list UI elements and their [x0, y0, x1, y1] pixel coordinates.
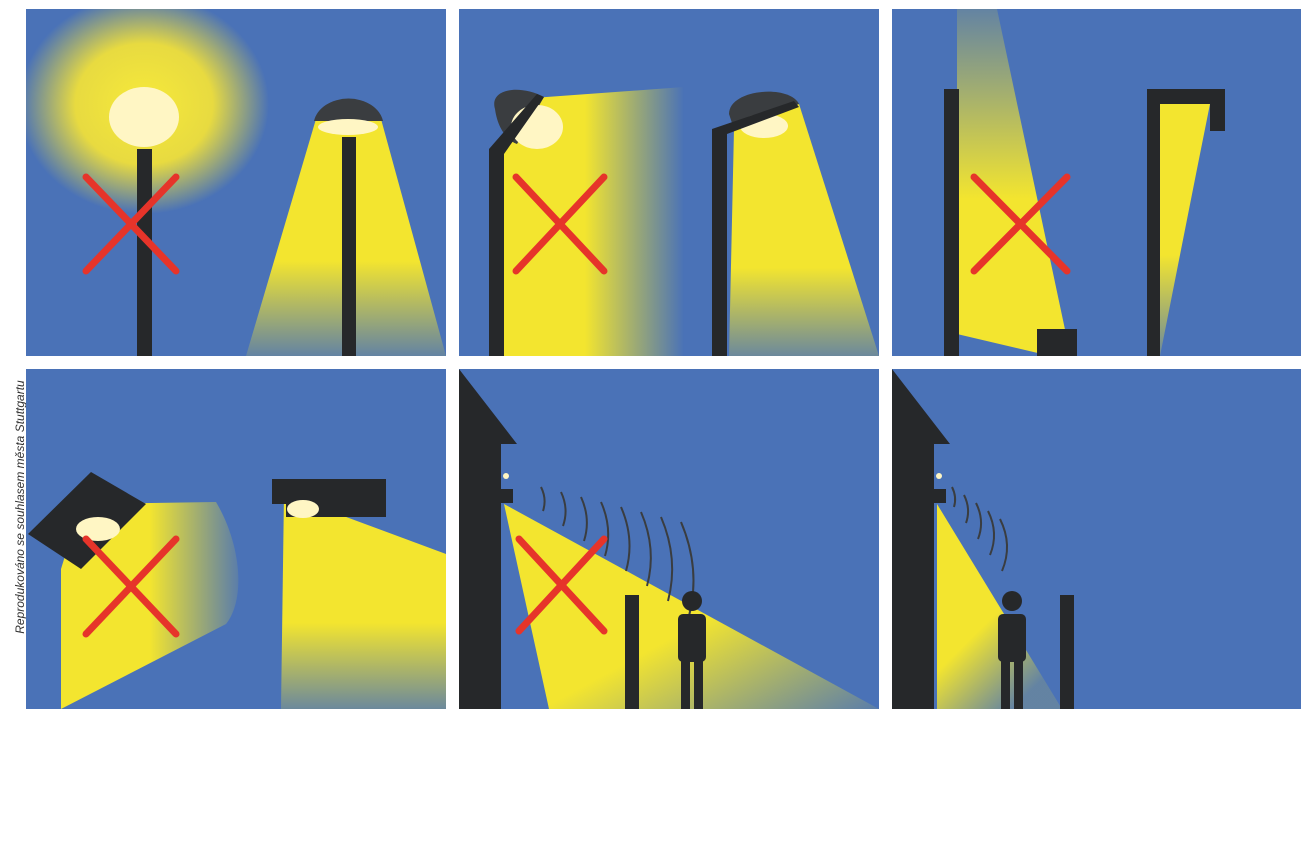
panel-tilted-vs-flat-lamp: [459, 9, 879, 356]
illustration-3: [892, 9, 1301, 356]
globe-lamp-icon: [109, 87, 179, 147]
lamp-pole: [342, 137, 356, 356]
illustration-6: [892, 369, 1301, 709]
floodlight-icon: [1037, 329, 1077, 356]
panel-tilted-vs-flat-wallpack: [26, 369, 446, 709]
wall-lamp-icon: [501, 489, 513, 503]
panel-uplight-vs-downlight: [892, 9, 1301, 356]
panel-shielded-wall-light: [892, 369, 1301, 709]
lamp-pole: [137, 149, 152, 356]
illustration-5: [459, 369, 879, 709]
bollard: [625, 595, 639, 709]
credit-text: Reprodukováno se souhlasem města Stuttga…: [13, 157, 27, 857]
illustration-4: [26, 369, 446, 709]
bollard: [1060, 595, 1074, 709]
illustration-1: [26, 9, 446, 356]
panel-globe-vs-shielded-lamp: [26, 9, 446, 356]
panel-glaring-wall-light: [459, 369, 879, 709]
image-credit: Reprodukováno se souhlasem města Stuttga…: [0, 0, 26, 709]
wall-pole: [944, 89, 959, 356]
wall-lamp-icon: [934, 489, 946, 503]
illustration-2: [459, 9, 879, 356]
